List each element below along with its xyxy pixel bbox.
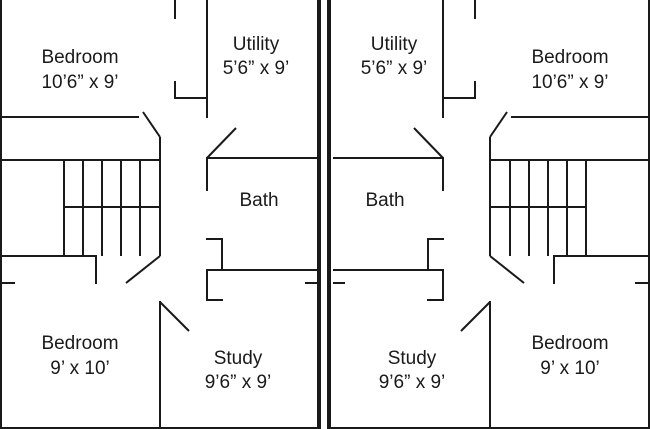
door-swing (206, 127, 237, 159)
door-swing (142, 111, 161, 138)
room-name-bedroom-bottom: Bedroom (41, 333, 118, 354)
staircase (489, 137, 650, 284)
unit-left: Bedroom 10’6” x 9’ Utility 5’6” x 9’ Bat… (0, 0, 317, 429)
room-size-bedroom-bottom: 9’ x 10’ (540, 358, 600, 379)
room-size-bedroom-top: 10’6” x 9’ (41, 72, 118, 93)
room-size-utility: 5’6” x 9’ (223, 58, 290, 79)
door-swing (489, 111, 508, 138)
room-name-utility: Utility (371, 34, 418, 55)
room-size-bedroom-top: 10’6” x 9’ (531, 72, 608, 93)
room-name-bedroom-bottom: Bedroom (531, 333, 608, 354)
room-name-utility: Utility (233, 34, 280, 55)
room-size-utility: 5’6” x 9’ (361, 58, 428, 79)
party-wall (317, 0, 331, 429)
room-name-study: Study (214, 348, 263, 369)
room-name-study: Study (388, 348, 437, 369)
room-name-bath: Bath (239, 190, 278, 211)
room-name-bedroom-top: Bedroom (41, 47, 118, 68)
room-size-study: 9’6” x 9’ (379, 372, 446, 393)
room-size-bedroom-bottom: 9’ x 10’ (50, 358, 110, 379)
room-name-bedroom-top: Bedroom (531, 47, 608, 68)
door-swing (413, 127, 444, 159)
room-size-study: 9’6” x 9’ (205, 372, 272, 393)
door-swing (159, 301, 190, 332)
door-swing (460, 301, 491, 332)
staircase (0, 137, 161, 284)
room-name-bath: Bath (365, 190, 404, 211)
unit-right: Utility 5’6” x 9’ Bedroom 10’6” x 9’ Bat… (331, 0, 650, 429)
